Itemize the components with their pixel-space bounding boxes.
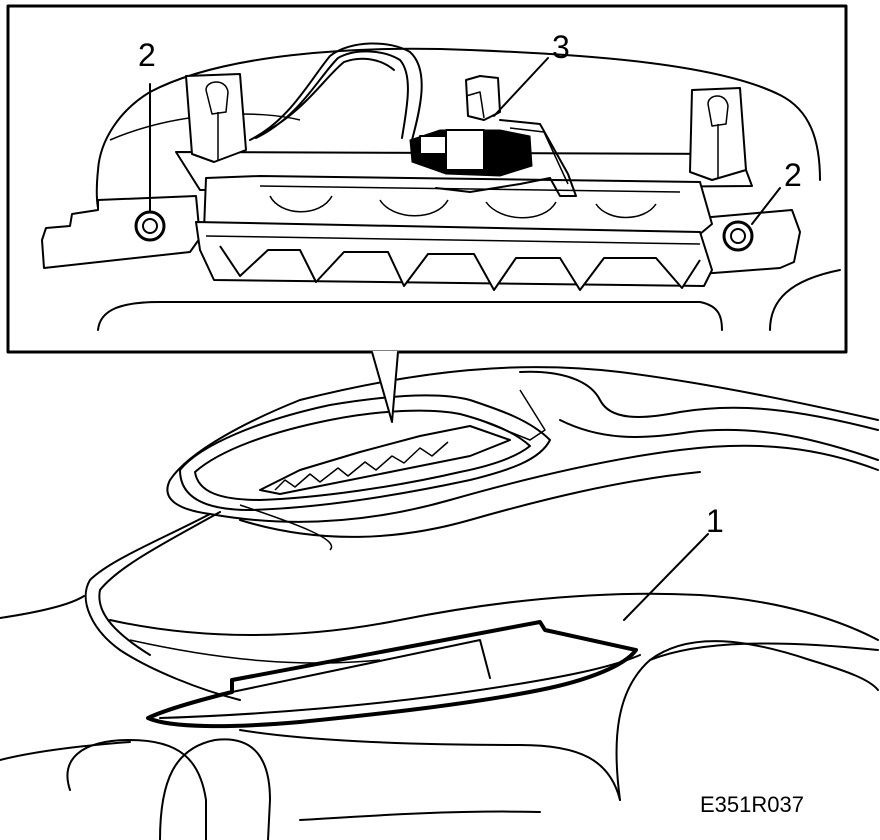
detail-inset: 2 2 3 [6,4,848,423]
connector-clip-detail [465,91,485,119]
seat-contour-1 [0,595,85,619]
lamp-pod-outer [179,394,551,511]
seat-contour-2 [66,739,207,840]
mount-plate-left [41,195,201,269]
inset-right-curve [769,269,841,331]
label-part-3: 3 [552,29,570,65]
label-part-2-left: 2 [138,37,156,73]
console-edge-top [209,444,879,523]
connector-lead-2 [509,127,569,185]
leader-2-right [751,187,781,225]
wiring-harness [249,42,423,141]
label-part-2-right: 2 [784,157,802,193]
console-lower-edge [109,592,879,641]
console-body-outline [84,399,301,701]
post-left-slot [205,81,229,160]
headrest-right-inner [649,642,879,661]
lower-shell [239,729,621,801]
mounting-nut-left [134,210,166,242]
inset-callout-lines [371,351,399,423]
connector-face [445,129,485,171]
connector-clip [465,75,501,121]
lamp-lens-ribline [205,235,701,245]
figure-code: E351R037 [700,792,804,817]
inset-bottom-curve [97,301,723,331]
lamp-lens-teeth [219,245,701,291]
roof-contour-2 [519,370,879,431]
trim-cover-outline [146,620,638,729]
lamp-lens-ribs [274,441,449,491]
roof-contour-1 [299,366,879,421]
console-channel-left [239,504,333,551]
headrest-right [615,640,879,801]
label-part-1: 1 [706,503,724,539]
lamp-lens-upperline [259,185,681,193]
inset-roof-curve [149,47,821,181]
mounting-nut-right [722,220,754,252]
lamp-lens-recess [259,425,511,495]
console-edge-mid [239,471,701,538]
seat-contour-3 [159,738,271,840]
lamp-lens-scallops [269,195,657,219]
roof-contour-3 [559,419,879,461]
leader-3 [493,57,549,117]
console-lower-edge-2 [129,639,381,664]
lower-headliner-view [0,366,879,840]
connector-plug [419,135,447,155]
seat-contour-4 [0,741,131,761]
console-channel-right [479,389,546,441]
bottom-floor [299,810,541,821]
console-body-inner [98,511,221,656]
trim-cover-bottom [159,654,641,719]
post-left [185,73,247,163]
connector-lead [435,119,577,197]
trim-cover-inner-edge [231,639,491,693]
post-right-slot [707,95,729,178]
leader-1 [623,533,709,621]
lamp-pod-inner [194,409,531,501]
